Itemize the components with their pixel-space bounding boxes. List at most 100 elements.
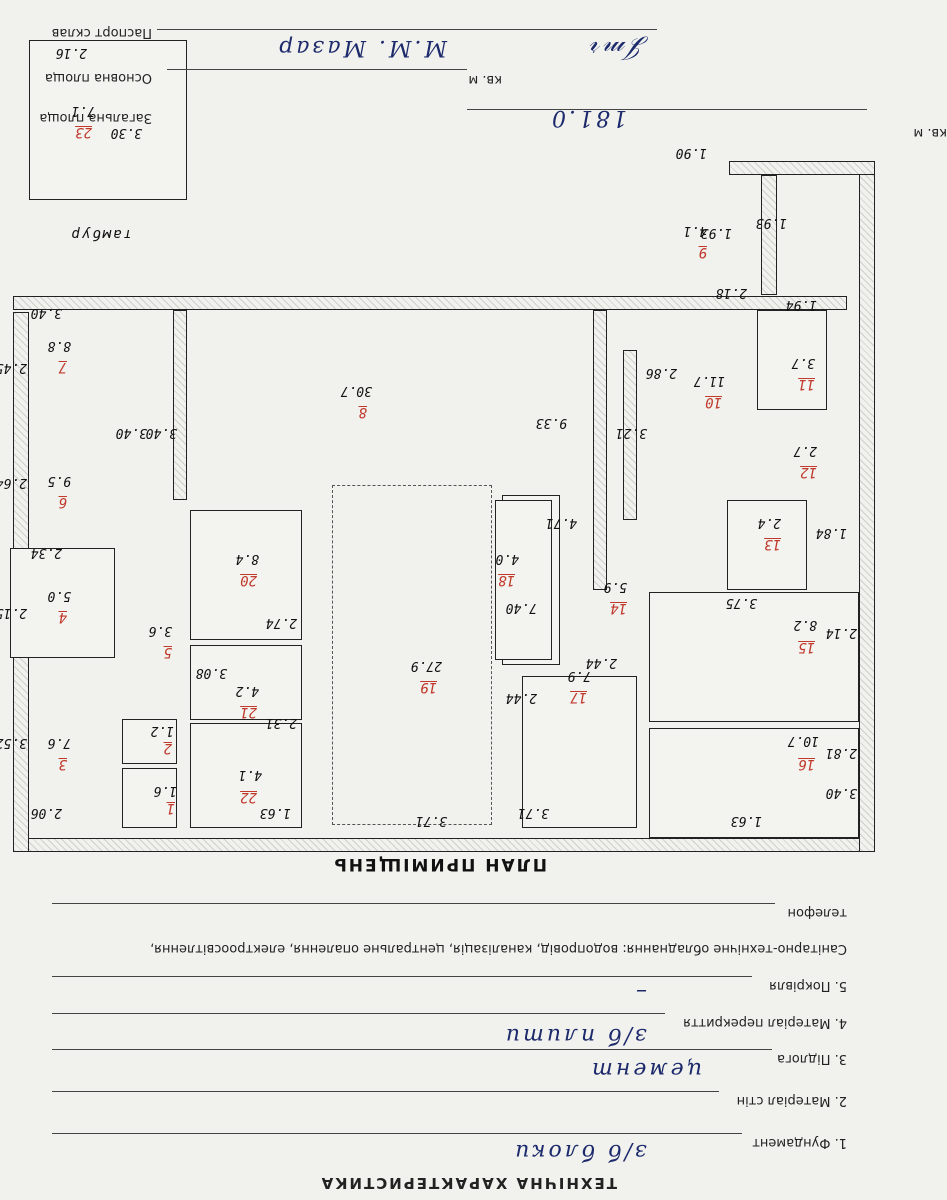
dim-5: 3.71 <box>415 813 447 828</box>
room-area-16: 10.7 <box>787 733 819 748</box>
compiled-label: Паспорт склав <box>51 25 152 40</box>
room-num-15: 15 <box>798 639 815 655</box>
dim-4: 3.71 <box>517 805 549 820</box>
dim-31: 2.45 <box>0 360 27 375</box>
wall-mid-c <box>173 310 187 500</box>
dim-16: 2.14 <box>825 625 857 640</box>
walls-line <box>52 1091 719 1092</box>
sanitary-text: Санітарно-технічне обладнання: водопрові… <box>150 941 847 956</box>
porch-label: тамбур <box>69 226 132 242</box>
dim-8: 4.71 <box>545 515 577 530</box>
total-area-value: 181.0 <box>549 105 627 130</box>
room-area-6: 9.5 <box>47 473 71 488</box>
roof-value: – <box>633 979 647 1004</box>
dim-29: 2.15 <box>0 605 27 620</box>
plan-title: ПЛАН ПРИМІЩЕНЬ <box>331 854 547 874</box>
room-4 <box>10 548 115 658</box>
total-area-line <box>467 109 867 110</box>
dim-28: 3.52 <box>0 735 27 750</box>
room-num-16: 16 <box>798 756 815 772</box>
dim-3: 3.75 <box>725 595 757 610</box>
dim-19: 2.31 <box>265 715 297 730</box>
floor-label: 3. Підлога <box>777 1051 847 1066</box>
compiled-name: М.М. Мазар <box>276 35 447 60</box>
wall-annex-a <box>761 175 777 295</box>
room-area-13: 2.4 <box>757 515 781 530</box>
foundation-label: 1. Фундамент <box>752 1135 847 1150</box>
dim-35: 2.44 <box>585 655 617 670</box>
room-area-4: 5.0 <box>47 588 71 603</box>
room-num-21: 21 <box>240 704 257 720</box>
dim-7: 7.40 <box>505 600 537 615</box>
room-num-11: 11 <box>798 376 815 392</box>
room-area-8: 30.7 <box>340 383 372 398</box>
room-area-11: 3.7 <box>791 355 815 370</box>
ceiling-label: 4. Матеріал перекриття <box>683 1015 847 1030</box>
dim-23: 2.06 <box>30 805 62 820</box>
dim-11: 2.86 <box>645 365 677 380</box>
roof-line <box>52 976 752 977</box>
room-area-12: 2.7 <box>793 443 817 458</box>
room-num-2: 2 <box>163 740 172 756</box>
signature: 𝒥𝓂𝓇 <box>587 35 647 65</box>
dim-30: 2.64 <box>0 475 27 490</box>
room-area-5: 3.6 <box>148 623 172 638</box>
room-num-7: 7 <box>58 359 67 375</box>
floor-line <box>52 1049 772 1050</box>
room-num-19: 19 <box>420 679 437 695</box>
room-num-6: 6 <box>58 494 67 510</box>
wall-left <box>859 162 875 852</box>
dim-20: 2.74 <box>265 615 297 630</box>
total-area-label: Загальна площа <box>39 110 152 125</box>
phone-label: телефон <box>787 905 847 920</box>
dim-10: 9.33 <box>535 415 567 430</box>
room-num-23: 23 <box>75 124 92 140</box>
room-num-8: 8 <box>358 404 367 420</box>
dim-12: 2.18 <box>715 285 747 300</box>
walls-label: 2. Матеріал стін <box>736 1093 847 1108</box>
room-num-18: 18 <box>498 572 515 588</box>
floor-value: цемент <box>589 1057 702 1082</box>
room-num-22: 22 <box>240 789 257 805</box>
wall-mid-a <box>593 310 607 590</box>
dim-24: 2.34 <box>30 545 62 560</box>
wall-bottom <box>13 838 875 852</box>
dim-2: 3.40 <box>825 785 857 800</box>
dim-26: 2.16 <box>55 45 87 60</box>
total-area-unit: кв. м <box>913 125 947 140</box>
room-area-15: 8.2 <box>793 617 817 632</box>
main-area-unit: кв. м <box>468 72 502 87</box>
foundation-value: з/б блоки <box>512 1139 647 1164</box>
dim-6: 2.44 <box>505 690 537 705</box>
room-num-9: 9 <box>698 244 707 260</box>
room-num-20: 20 <box>240 572 257 588</box>
dim-14: 1.94 <box>785 297 817 312</box>
room-num-10: 10 <box>705 394 722 410</box>
room-area-7: 8.8 <box>47 338 71 353</box>
room-area-14: 5.9 <box>603 579 627 594</box>
wall-annex-top <box>729 161 875 175</box>
foundation-line <box>52 1133 742 1134</box>
room-area-18: 4.0 <box>495 551 519 566</box>
dim-27: 3.40 <box>115 425 147 440</box>
room-area-17: 7.9 <box>567 668 591 683</box>
dim-13: 1.90 <box>675 145 707 160</box>
ceiling-line <box>52 1013 665 1014</box>
room-area-10: 11.7 <box>693 373 725 388</box>
room-num-4: 4 <box>58 609 67 625</box>
room-19 <box>332 485 492 825</box>
compiled-line <box>157 29 657 30</box>
roof-label: 5. Покрівля <box>769 978 847 993</box>
dim-15: 1.84 <box>815 525 847 540</box>
room-num-17: 17 <box>570 689 587 705</box>
room-area-19: 27.9 <box>410 658 442 673</box>
room-area-3: 7.6 <box>47 735 71 750</box>
dim-25: 3.40 <box>30 305 62 320</box>
room-num-13: 13 <box>764 536 781 552</box>
room-num-5: 5 <box>163 644 172 660</box>
dim-32: 3.30 <box>110 125 142 140</box>
room-area-21: 4.2 <box>235 683 259 698</box>
section-heading: ТЕХНІЧНА ХАРАКТЕРИСТИКА <box>319 1174 617 1192</box>
